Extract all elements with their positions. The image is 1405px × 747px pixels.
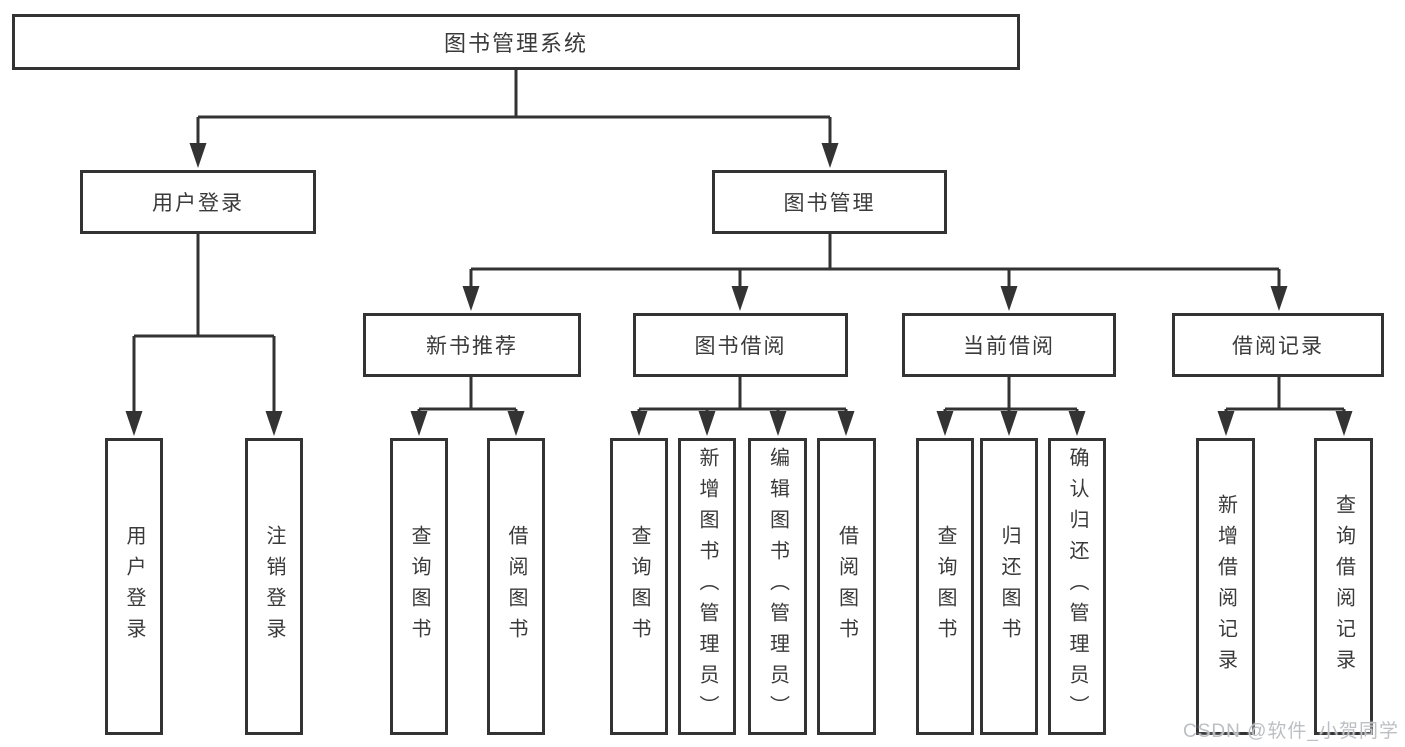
node-leaf-add-book-admin: 新增图书（管理员） [678,438,736,735]
node-leaf-confirm-return-admin-label: 确认归还（管理员） [1066,447,1088,726]
node-current-borrow-label: 当前借阅 [963,335,1055,358]
node-leaf-logout: 注销登录 [245,438,303,735]
connector-book-borrow-children [637,377,848,414]
node-leaf-query-books-recommend-label: 查询图书 [408,524,430,649]
node-leaf-query-books-current-label: 查询图书 [934,524,956,649]
connector-new-book-children [417,377,518,414]
node-leaf-query-books-current: 查询图书 [916,438,974,735]
node-leaf-borrow-books-label: 借阅图书 [835,524,858,649]
node-leaf-add-borrow-record-label: 新增借阅记录 [1214,493,1237,680]
node-book-borrow: 图书借阅 [633,313,848,377]
node-leaf-query-books-recommend: 查询图书 [390,438,448,735]
node-user-login: 用户登录 [80,170,316,234]
node-leaf-logout-label: 注销登录 [263,524,285,649]
node-book-management: 图书管理 [712,170,947,234]
node-leaf-add-borrow-record: 新增借阅记录 [1196,438,1255,735]
connector-root-to-level2 [196,70,832,146]
connector-user-login-children [132,234,276,414]
node-leaf-borrow-books: 借阅图书 [817,438,876,735]
node-leaf-borrow-books-recommend: 借阅图书 [487,438,545,735]
node-leaf-confirm-return-admin: 确认归还（管理员） [1048,438,1106,735]
node-root-label: 图书管理系统 [443,31,588,56]
node-borrow-records: 借阅记录 [1172,313,1384,377]
node-book-borrow-label: 图书借阅 [694,335,787,358]
node-leaf-return-book-label: 归还图书 [998,524,1020,649]
node-leaf-return-book: 归还图书 [980,438,1038,735]
node-leaf-add-book-admin-label: 新增图书（管理员） [696,447,718,726]
node-borrow-records-label: 借阅记录 [1232,335,1324,358]
node-leaf-borrow-books-recommend-label: 借阅图书 [505,524,527,649]
node-leaf-user-login-label: 用户登录 [123,524,145,649]
node-user-login-label: 用户登录 [152,192,244,215]
watermark: CSDN @软件_小贺同学 [1183,721,1399,742]
node-root: 图书管理系统 [12,14,1020,70]
connector-borrow-records-children [1224,377,1346,414]
node-leaf-query-books-borrow-label: 查询图书 [628,524,650,649]
node-current-borrow: 当前借阅 [902,313,1116,377]
node-leaf-query-borrow-record: 查询借阅记录 [1314,438,1373,735]
node-book-management-label: 图书管理 [783,192,876,215]
node-leaf-user-login: 用户登录 [105,438,163,735]
node-leaf-query-borrow-record-label: 查询借阅记录 [1332,493,1355,680]
node-leaf-edit-book-admin: 编辑图书（管理员） [748,438,807,735]
node-leaf-query-books-borrow: 查询图书 [610,438,668,735]
connector-current-borrow-children [943,377,1079,414]
node-new-book-recommend: 新书推荐 [363,313,581,377]
connector-book-management-children [469,234,1281,289]
node-leaf-edit-book-admin-label: 编辑图书（管理员） [766,447,789,726]
node-new-book-recommend-label: 新书推荐 [426,335,518,358]
